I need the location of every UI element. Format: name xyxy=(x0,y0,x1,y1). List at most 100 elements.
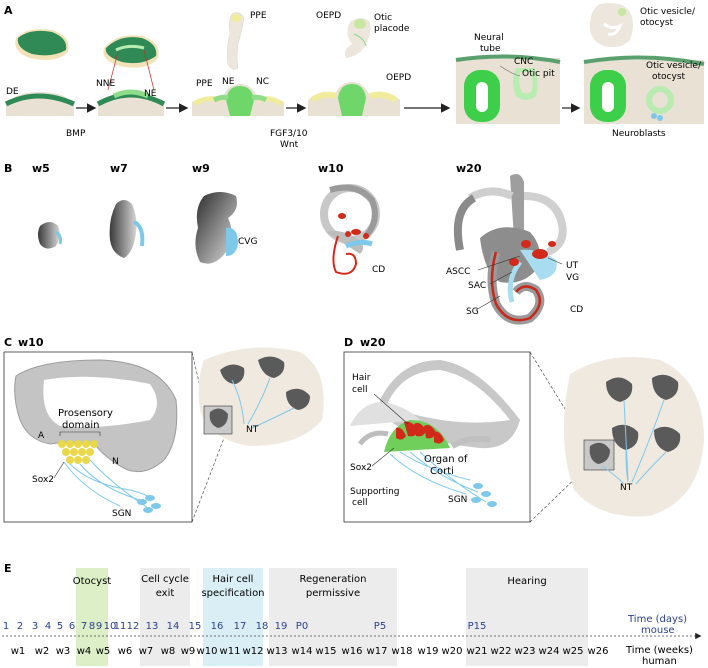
label-cnc: CNC xyxy=(514,57,533,67)
human-week-label: w2 xyxy=(35,646,50,657)
human-week-label: w14 xyxy=(292,646,313,657)
label-otic-vesicle-1: Otic vesicle/ xyxy=(646,61,702,71)
stage-w10: w10 xyxy=(318,162,344,175)
stage-1-embryo xyxy=(4,29,76,116)
human-week-label: w21 xyxy=(467,646,488,657)
label-sox2-c: Sox2 xyxy=(32,475,54,485)
label-fgf: FGF3/10 xyxy=(270,129,308,139)
human-week-label: w26 xyxy=(588,646,609,657)
human-week-label: w24 xyxy=(539,646,560,657)
label-sgn-d: SGN xyxy=(448,495,467,505)
stage-5-section xyxy=(455,54,561,124)
label-otic-pit: Otic pit xyxy=(522,69,555,79)
human-week-label: w4 xyxy=(77,646,92,657)
mouse-axis-label-2: mouse xyxy=(641,625,675,636)
mouse-day-label: 8 xyxy=(89,621,95,632)
human-week-label: w1 xyxy=(11,646,26,657)
label-ne-1: NE xyxy=(144,89,157,99)
panel-b: B w5 w7 w9 w10 w20 CVG CD xyxy=(4,162,583,325)
label-sac: SAC xyxy=(468,281,486,291)
human-week-label: w3 xyxy=(56,646,71,657)
label-organ-1: Organ of xyxy=(424,454,468,465)
stage-2-embryo xyxy=(96,35,166,116)
mouse-day-label: 5 xyxy=(57,621,63,632)
phase-cell-cycle-1: Cell cycle xyxy=(141,574,189,585)
label-ascc: ASCC xyxy=(446,267,470,277)
stage-w20: w20 xyxy=(456,162,482,175)
label-sgn-c: SGN xyxy=(112,509,131,519)
label-bmp: BMP xyxy=(66,129,86,139)
label-de: DE xyxy=(6,87,19,97)
label-prosensory-2: domain xyxy=(62,420,99,431)
mouse-day-label: 18 xyxy=(256,621,269,632)
label-nne: NNE xyxy=(96,79,115,89)
label-nc: NC xyxy=(256,77,269,87)
cochlear-turns-c xyxy=(203,356,310,435)
mouse-day-label: 17 xyxy=(234,621,247,632)
stage-6-section xyxy=(583,3,705,124)
band-hearing xyxy=(466,568,588,666)
label-ut: UT xyxy=(566,261,579,271)
label-otic-vesicle-top-2: otocyst xyxy=(640,18,674,28)
label-wnt: Wnt xyxy=(280,140,299,150)
human-week-label: w9 xyxy=(181,646,196,657)
human-week-label: w19 xyxy=(418,646,439,657)
mouse-day-label: 6 xyxy=(69,621,75,632)
stage-w9: w9 xyxy=(192,162,210,175)
label-cd-w20: CD xyxy=(570,305,583,315)
human-week-label: w23 xyxy=(515,646,536,657)
human-week-label: w12 xyxy=(243,646,264,657)
label-vg: VG xyxy=(566,273,579,283)
label-otic-placode-2: placode xyxy=(374,24,410,34)
band-hair-spec xyxy=(203,568,263,666)
label-organ-2: Corti xyxy=(430,466,454,477)
human-week-label: w16 xyxy=(342,646,363,657)
human-week-label: w10 xyxy=(197,646,218,657)
panel-e: E Otocyst Cell cycle exit Hair cell spec… xyxy=(2,562,702,667)
label-neural-tube-2: tube xyxy=(480,44,501,54)
stage-w5: w5 xyxy=(32,162,50,175)
mouse-day-label: P5 xyxy=(374,621,386,632)
human-axis-label-2: human xyxy=(642,656,677,667)
panel-c: C w10 Prosensory domain A N Sox2 SGN xyxy=(3,336,324,523)
label-otic-vesicle-2: otocyst xyxy=(652,72,686,82)
human-week-label: w17 xyxy=(367,646,388,657)
label-a: A xyxy=(38,431,45,441)
human-week-label: w25 xyxy=(563,646,584,657)
label-neural-tube-1: Neural xyxy=(474,33,504,43)
mouse-day-label: 3 xyxy=(32,621,38,632)
mouse-day-label: 15 xyxy=(189,621,202,632)
label-n: N xyxy=(112,457,119,467)
mouse-day-label: P15 xyxy=(468,621,487,632)
mouse-day-label: 4 xyxy=(45,621,51,632)
label-ne-2: NE xyxy=(222,77,235,87)
human-week-label: w15 xyxy=(316,646,337,657)
human-week-label: w7 xyxy=(139,646,154,657)
mouse-day-label: 9 xyxy=(96,621,102,632)
human-week-label: w11 xyxy=(220,646,241,657)
prosensory-cells xyxy=(58,440,98,464)
label-cvg: CVG xyxy=(238,237,257,247)
mouse-day-label: 13 xyxy=(146,621,159,632)
mouse-day-label: 10 xyxy=(104,621,117,632)
mouse-day-label: 19 xyxy=(275,621,288,632)
label-oepd: OEPD xyxy=(386,73,411,83)
label-sox2-d: Sox2 xyxy=(350,463,372,473)
panel-a: A DE BMP NNE NE xyxy=(4,3,705,150)
phase-hearing: Hearing xyxy=(507,576,546,587)
label-nt-c: NT xyxy=(246,425,259,435)
mouse-day-label: P0 xyxy=(296,621,308,632)
label-nt-d: NT xyxy=(620,483,633,493)
human-week-label: w5 xyxy=(96,646,111,657)
label-sg: SG xyxy=(466,307,479,317)
human-week-label: w6 xyxy=(118,646,133,657)
panel-b-letter: B xyxy=(4,162,12,175)
label-supporting-1: Supporting xyxy=(350,487,400,497)
band-cell-cycle xyxy=(140,568,190,666)
sgn-cells-c xyxy=(137,495,161,513)
stage-w7: w7 xyxy=(110,162,128,175)
sgn-cells-d xyxy=(471,483,497,507)
stage-4-embryo xyxy=(308,18,400,116)
